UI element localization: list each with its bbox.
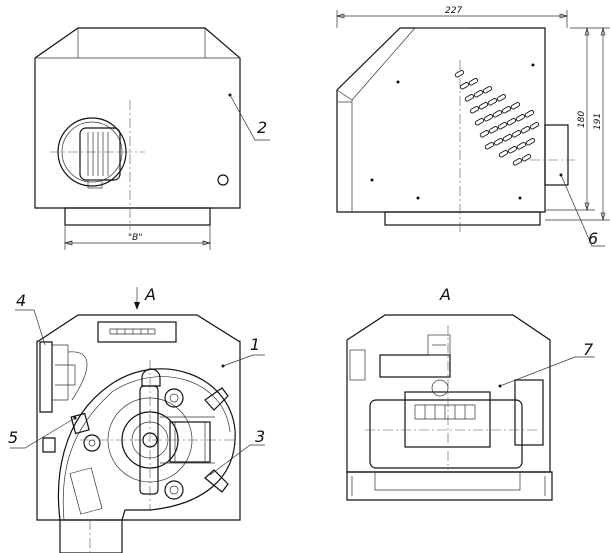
vent-slot	[501, 106, 512, 114]
vent-slot	[502, 134, 513, 142]
vent-slot	[468, 78, 479, 86]
dimension-b: "B"	[128, 233, 142, 243]
callout-3: 3	[255, 427, 265, 446]
vent-slot	[524, 110, 535, 118]
view-a	[346, 314, 595, 501]
dimension-191: 191	[593, 113, 603, 130]
vent-slot	[454, 70, 465, 78]
view-arrow-a: A	[144, 285, 156, 304]
callout-7: 7	[583, 340, 594, 359]
vent-slot	[525, 138, 536, 146]
dimension-width: 227	[445, 6, 462, 16]
dimension-180: 180	[577, 111, 587, 128]
vent-slot	[497, 122, 508, 130]
vent-slot	[506, 118, 517, 126]
callout-6: 6	[588, 229, 598, 248]
vent-slot	[492, 110, 503, 118]
vent-slot	[529, 122, 540, 130]
vent-slot	[464, 94, 475, 102]
vent-slot	[482, 86, 493, 94]
callout-1: 1	[250, 335, 260, 354]
vent-slot	[487, 98, 498, 106]
vent-slot	[515, 114, 526, 122]
ventilation-slots	[454, 70, 540, 166]
callout-5: 5	[8, 428, 18, 447]
vent-slot	[488, 126, 499, 134]
vent-slot	[512, 158, 523, 166]
vent-slot	[478, 102, 489, 110]
vent-slot	[483, 114, 494, 122]
vent-slot	[498, 150, 509, 158]
vent-slot	[516, 142, 527, 150]
view-a-title: A	[439, 285, 451, 304]
vent-slot	[469, 106, 480, 114]
callout-4: 4	[16, 291, 26, 310]
vent-slot	[511, 130, 522, 138]
vent-slot	[510, 102, 521, 110]
vent-slot	[493, 138, 504, 146]
vent-slot	[484, 142, 495, 150]
callout-2: 2	[257, 118, 267, 137]
side-view	[335, 10, 610, 247]
vent-slot	[520, 126, 531, 134]
vent-slot	[507, 146, 518, 154]
vent-slot	[496, 94, 507, 102]
vent-slot	[473, 90, 484, 98]
vent-slot	[459, 82, 470, 90]
vent-slot	[474, 118, 485, 126]
internal-view	[10, 287, 265, 553]
vent-slot	[479, 130, 490, 138]
front-view	[34, 27, 270, 250]
vent-slot	[521, 154, 532, 162]
